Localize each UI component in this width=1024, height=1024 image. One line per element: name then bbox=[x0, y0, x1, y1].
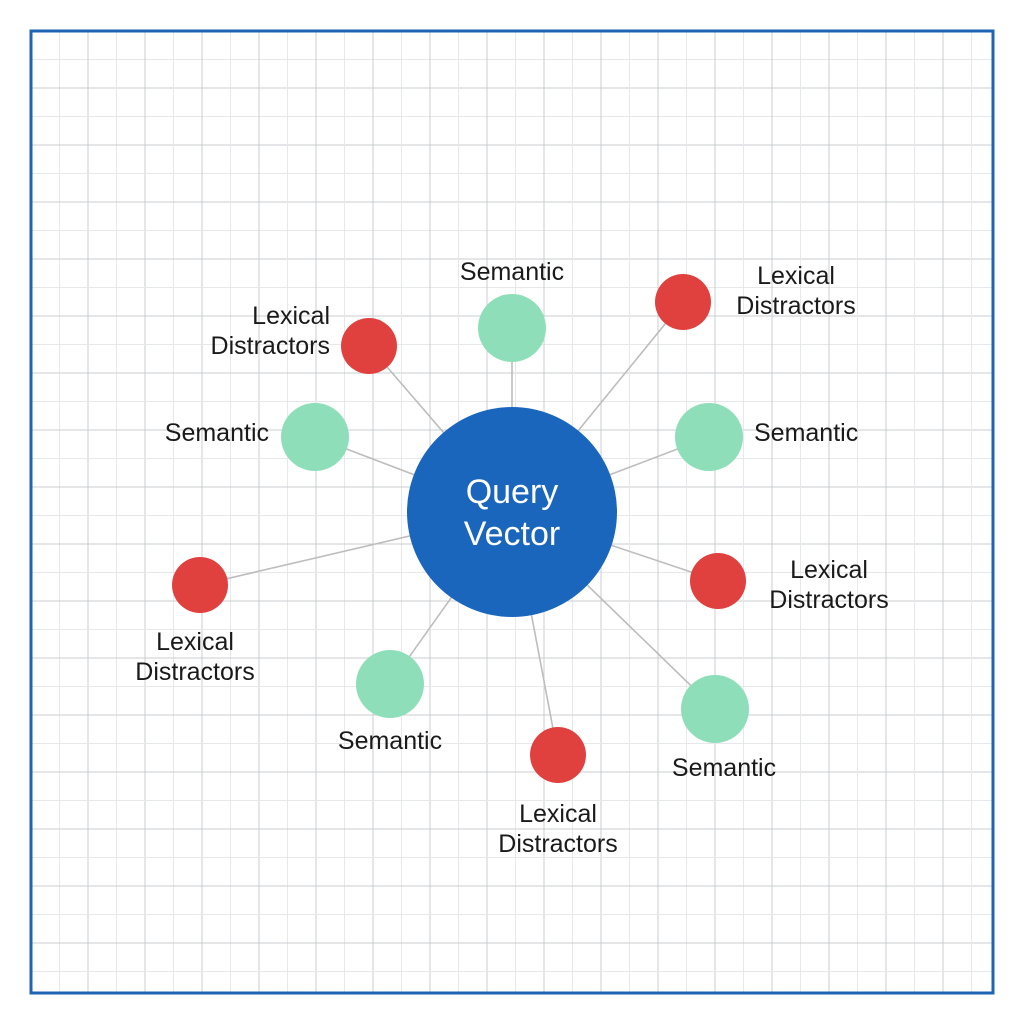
semantic-node: Semantic bbox=[338, 650, 442, 755]
semantic-node-label: Semantic bbox=[338, 727, 442, 755]
semantic-node: Semantic bbox=[165, 403, 349, 471]
semantic-node-circle bbox=[675, 403, 743, 471]
lexical-node-label: Distractors bbox=[769, 586, 888, 614]
lexical-node-circle bbox=[690, 553, 746, 609]
semantic-node: Semantic bbox=[460, 258, 564, 362]
lexical-node-label: Distractors bbox=[498, 830, 617, 858]
semantic-node-circle bbox=[356, 650, 424, 718]
background-grid bbox=[31, 31, 993, 993]
lexical-node-label: Distractors bbox=[135, 658, 254, 686]
query-vector-label-line2: Vector bbox=[464, 515, 560, 553]
lexical-node-label: Lexical bbox=[252, 302, 330, 330]
query-vector-label-line1: Query bbox=[466, 473, 559, 511]
semantic-node-label: Semantic bbox=[672, 754, 776, 782]
lexical-node-circle bbox=[341, 318, 397, 374]
lexical-node-circle bbox=[655, 274, 711, 330]
semantic-node-label: Semantic bbox=[754, 419, 858, 447]
semantic-node: Semantic bbox=[675, 403, 858, 471]
lexical-node-label: Lexical bbox=[790, 556, 868, 584]
semantic-node-label: Semantic bbox=[165, 419, 269, 447]
lexical-node-label: Lexical bbox=[519, 800, 597, 828]
lexical-node-circle bbox=[530, 727, 586, 783]
lexical-node-label: Distractors bbox=[211, 332, 330, 360]
semantic-node-label: Semantic bbox=[460, 258, 564, 286]
lexical-node-label: Lexical bbox=[757, 262, 835, 290]
query-vector-circle bbox=[407, 407, 617, 617]
semantic-node-circle bbox=[681, 675, 749, 743]
lexical-node-label: Lexical bbox=[156, 628, 234, 656]
lexical-node-label: Distractors bbox=[736, 292, 855, 320]
semantic-node-circle bbox=[478, 294, 546, 362]
query-vector-node: Query Vector bbox=[407, 407, 617, 617]
semantic-node: Semantic bbox=[672, 675, 776, 782]
semantic-node-circle bbox=[281, 403, 349, 471]
diagram-frame bbox=[29, 29, 995, 995]
lexical-node-circle bbox=[172, 557, 228, 613]
